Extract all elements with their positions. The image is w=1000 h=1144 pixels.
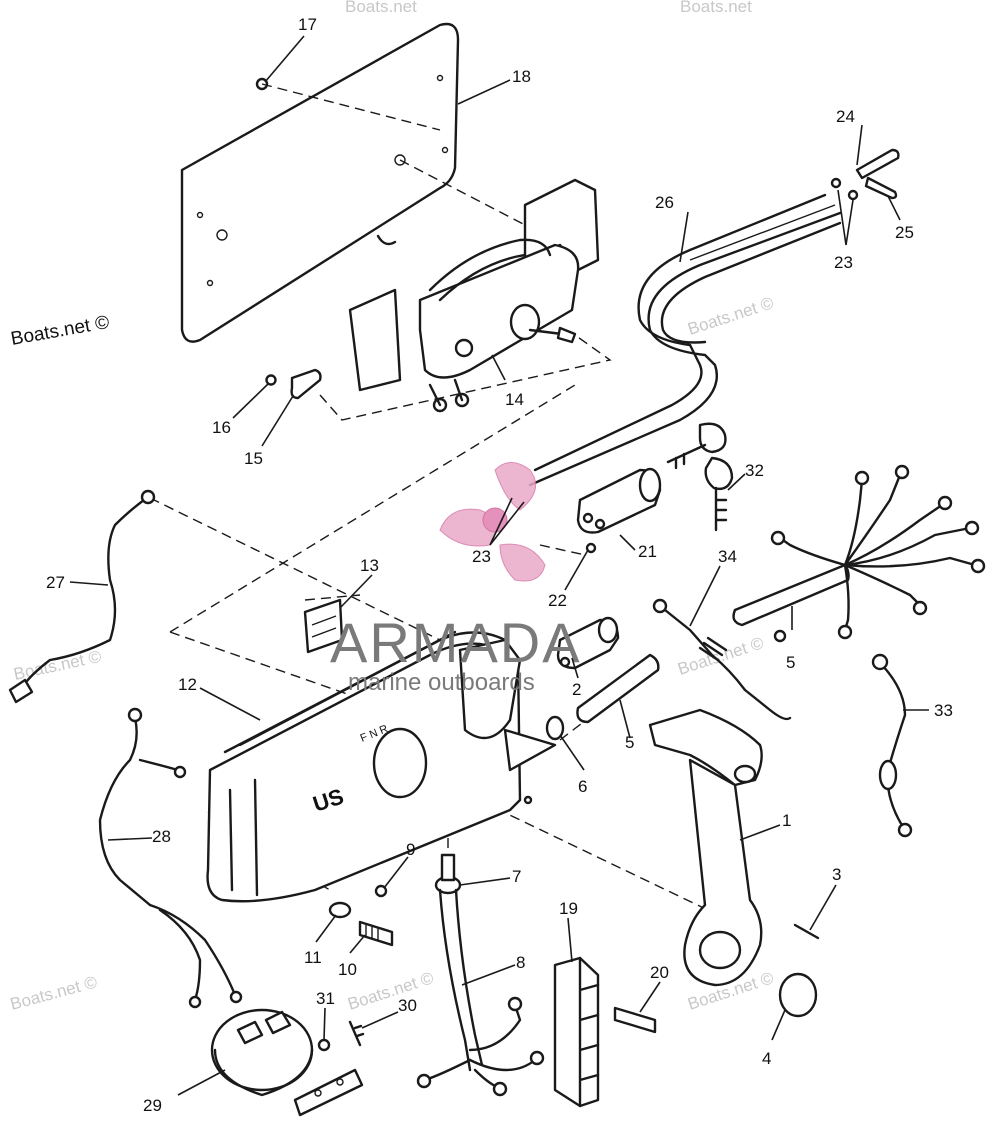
callout-14: 14 bbox=[505, 390, 524, 409]
callout-25: 25 bbox=[895, 223, 914, 242]
callout-9: 9 bbox=[406, 840, 415, 859]
knob-4 bbox=[778, 972, 818, 1018]
cable-end-24 bbox=[855, 148, 900, 180]
callout-3: 3 bbox=[832, 865, 841, 884]
callout-26: 26 bbox=[655, 193, 674, 212]
brand-name: ARMADA bbox=[330, 611, 582, 674]
screw-31 bbox=[317, 1038, 331, 1052]
ignition-switch-21 bbox=[576, 467, 662, 534]
screw-30 bbox=[348, 1020, 365, 1047]
callout-23-lower: 23 bbox=[472, 547, 491, 566]
callout-18: 18 bbox=[512, 67, 531, 86]
brand-tagline: marine outboards bbox=[348, 669, 535, 696]
callout-28: 28 bbox=[152, 827, 171, 846]
callout-leaders bbox=[69, 35, 929, 1096]
wiring-8 bbox=[416, 888, 545, 1097]
callout-labels: 17 18 14 16 15 26 24 25 23 32 21 22 23 3… bbox=[46, 15, 953, 1115]
clip-13 bbox=[303, 598, 344, 654]
keys-32 bbox=[666, 422, 734, 532]
wire-28 bbox=[98, 707, 243, 1009]
sleeve-5-lower bbox=[576, 653, 660, 724]
callout-2: 2 bbox=[572, 680, 581, 699]
callout-8: 8 bbox=[516, 953, 525, 972]
switch-2 bbox=[556, 616, 620, 670]
callout-12: 12 bbox=[178, 675, 197, 694]
callout-34: 34 bbox=[718, 547, 737, 566]
sleeve-5-upper bbox=[732, 563, 850, 627]
armada-logo bbox=[439, 462, 546, 582]
watermark-bottom-center: Boats.net © bbox=[345, 968, 436, 1014]
wire-harness-5 bbox=[770, 464, 986, 643]
wire-33 bbox=[871, 653, 913, 838]
callout-4: 4 bbox=[762, 1049, 771, 1068]
grommet-7 bbox=[434, 853, 462, 895]
callout-27: 27 bbox=[46, 573, 65, 592]
switch-22 bbox=[585, 542, 597, 554]
watermark-right-lower: Boats.net © bbox=[675, 633, 766, 679]
callout-10: 10 bbox=[338, 960, 357, 979]
callout-5-center: 5 bbox=[625, 733, 634, 752]
control-housing-12: US F N R bbox=[206, 630, 557, 903]
watermark-top: Boats.net bbox=[345, 0, 417, 16]
watermark-left: Boats.net © bbox=[9, 312, 111, 350]
callout-16: 16 bbox=[212, 418, 231, 437]
wire-27 bbox=[8, 489, 156, 704]
watermark-top-right: Boats.net bbox=[680, 0, 752, 16]
callout-19: 19 bbox=[559, 899, 578, 918]
nut-9 bbox=[374, 884, 388, 898]
watermark-mid-left: Boats.net © bbox=[12, 647, 104, 684]
callout-22: 22 bbox=[548, 591, 567, 610]
horn-29 bbox=[210, 1008, 364, 1117]
callout-33: 33 bbox=[934, 701, 953, 720]
terminal-block-19 bbox=[553, 956, 600, 1108]
callout-17: 17 bbox=[298, 15, 317, 34]
watermark-mid-right: Boats.net © bbox=[685, 293, 776, 339]
callout-31: 31 bbox=[316, 989, 335, 1008]
callout-7: 7 bbox=[512, 867, 521, 886]
callout-21: 21 bbox=[638, 542, 657, 561]
callout-11: 11 bbox=[304, 948, 322, 967]
control-cables-26 bbox=[528, 193, 842, 487]
mounting-plate-18 bbox=[180, 22, 460, 343]
pin-3 bbox=[793, 923, 820, 940]
callout-5-right: 5 bbox=[786, 653, 795, 672]
watermark-bottom-left: Boats.net © bbox=[8, 972, 99, 1014]
callout-32: 32 bbox=[745, 461, 764, 480]
bracket-15 bbox=[290, 368, 322, 400]
callout-30: 30 bbox=[398, 996, 417, 1015]
callout-1: 1 bbox=[782, 811, 791, 830]
lanyard-34 bbox=[652, 598, 792, 721]
washer-6 bbox=[545, 715, 565, 741]
cable-end-25 bbox=[864, 176, 898, 200]
screw-20 bbox=[613, 1006, 657, 1034]
screw-16 bbox=[265, 374, 277, 386]
callout-20: 20 bbox=[650, 963, 669, 982]
callout-15: 15 bbox=[244, 449, 263, 468]
callout-29: 29 bbox=[143, 1096, 162, 1115]
control-mechanism-14 bbox=[348, 178, 600, 413]
control-handle-1 bbox=[648, 708, 763, 987]
washer-11 bbox=[328, 901, 352, 919]
callout-24: 24 bbox=[836, 107, 855, 126]
nuts-23-top bbox=[830, 177, 859, 201]
callout-6: 6 bbox=[578, 777, 587, 796]
callout-13: 13 bbox=[360, 556, 379, 575]
callout-23-top: 23 bbox=[834, 253, 853, 272]
bolt-10 bbox=[358, 920, 394, 947]
